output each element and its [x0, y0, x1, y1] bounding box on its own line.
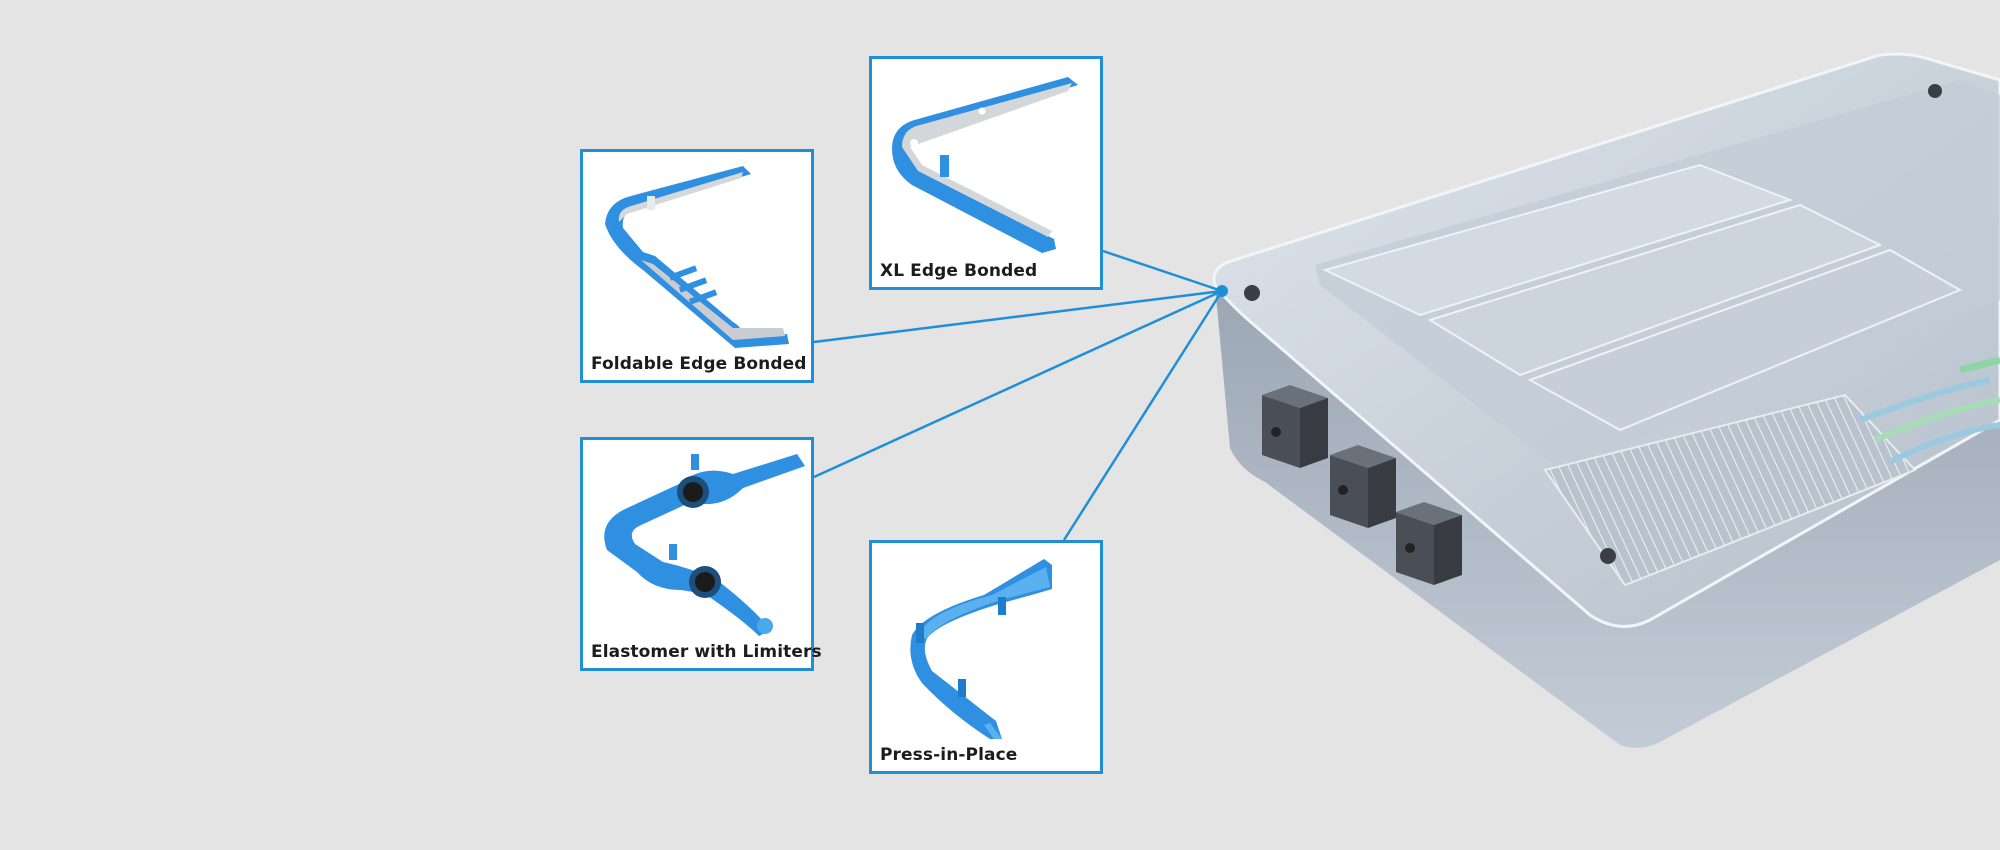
callout-line-elastomer [813, 289, 1223, 479]
cooling-fins [1543, 393, 1917, 587]
callout-line-foldable [813, 289, 1223, 344]
xl-edge-bonded-gasket-icon [892, 77, 1078, 253]
product-label: Elastomer with Limiters [591, 642, 822, 662]
cell-module [1322, 163, 1794, 317]
callout-line-press [1062, 290, 1224, 541]
mounting-hole [1244, 285, 1260, 301]
foldable-edge-bonded-gasket-icon [605, 166, 789, 348]
product-label: XL Edge Bonded [880, 261, 1038, 281]
connector-ports [1262, 385, 1462, 585]
product-card-xl-edge-bonded[interactable]: XL Edge Bonded [869, 56, 1103, 290]
product-card-foldable-edge-bonded[interactable]: Foldable Edge Bonded [580, 149, 814, 383]
callout-line-xl [1102, 249, 1223, 293]
cell-module [1527, 248, 1963, 432]
mounting-hole [1600, 548, 1616, 564]
mounting-hole [1928, 84, 1942, 98]
cell-module [1427, 203, 1883, 377]
press-in-place-gasket-icon [910, 559, 1052, 739]
product-label: Foldable Edge Bonded [591, 354, 807, 374]
elastomer-limiter-gasket-icon [604, 454, 805, 636]
product-card-press-in-place[interactable]: Press-in-Place [869, 540, 1103, 774]
callout-origin-dot [1216, 285, 1228, 297]
product-card-elastomer-with-limiters[interactable]: Elastomer with Limiters [580, 437, 822, 671]
product-label: Press-in-Place [880, 745, 1018, 765]
